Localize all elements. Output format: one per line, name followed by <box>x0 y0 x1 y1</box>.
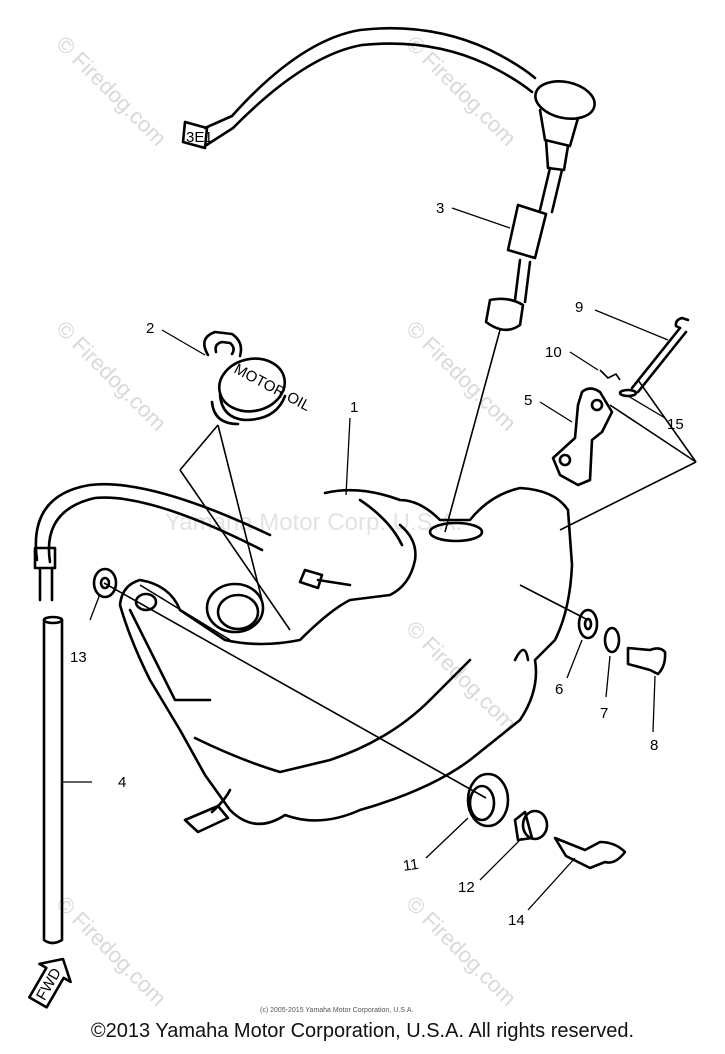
grommet-collar-bolt <box>466 772 627 870</box>
callout-7: 7 <box>600 705 608 722</box>
assembly-lines <box>103 379 697 799</box>
callout-9: 9 <box>575 299 583 316</box>
oil-level-gauge: 3E1 <box>181 26 596 533</box>
watermark-site-4: © Firedog.com <box>401 316 521 436</box>
watermark-site-2: © Firedog.com <box>401 31 521 151</box>
watermark-site-6: © Firedog.com <box>51 891 171 1011</box>
callout-15: 15 <box>667 416 684 433</box>
callout-leaders <box>62 207 669 911</box>
callout-1: 1 <box>350 399 358 416</box>
washer-13 <box>92 567 118 599</box>
callout-10: 10 <box>545 344 562 361</box>
oil-tank <box>118 486 574 834</box>
copyright-notice: ©2013 Yamaha Motor Corporation, U.S.A. A… <box>90 1020 635 1042</box>
callout-4: 4 <box>118 774 126 791</box>
oil-cap: MOTOR OIL <box>203 330 313 426</box>
connector-marking: 3E1 <box>186 129 213 146</box>
watermark-brand: Yamaha Motor Corp. U.S.A. <box>165 509 462 536</box>
callout-14: 14 <box>508 912 525 929</box>
callout-5: 5 <box>524 392 532 409</box>
watermark-site-5: © Firedog.com <box>401 616 521 736</box>
breather-hose <box>33 483 272 945</box>
bracket <box>551 387 614 487</box>
cap-marking: MOTOR OIL <box>231 361 313 415</box>
callout-3: 3 <box>436 200 444 217</box>
long-bolt <box>599 316 690 398</box>
fwd-arrow: FWD <box>28 957 72 1009</box>
callout-2: 2 <box>146 320 154 337</box>
washers-screw <box>577 608 667 676</box>
callout-numbers: 1 2 3 4 5 6 7 8 9 10 11 12 13 14 15 <box>70 200 684 929</box>
callout-13: 13 <box>70 649 87 666</box>
callout-6: 6 <box>555 681 563 698</box>
watermark-site-1: © Firedog.com <box>51 31 171 151</box>
callout-12: 12 <box>458 879 475 896</box>
fine-print: (c) 2005-2015 Yamaha Motor Corporation, … <box>260 1007 413 1014</box>
watermark-site-7: © Firedog.com <box>401 891 521 1011</box>
callout-11: 11 <box>402 856 420 875</box>
callout-8: 8 <box>650 737 658 754</box>
